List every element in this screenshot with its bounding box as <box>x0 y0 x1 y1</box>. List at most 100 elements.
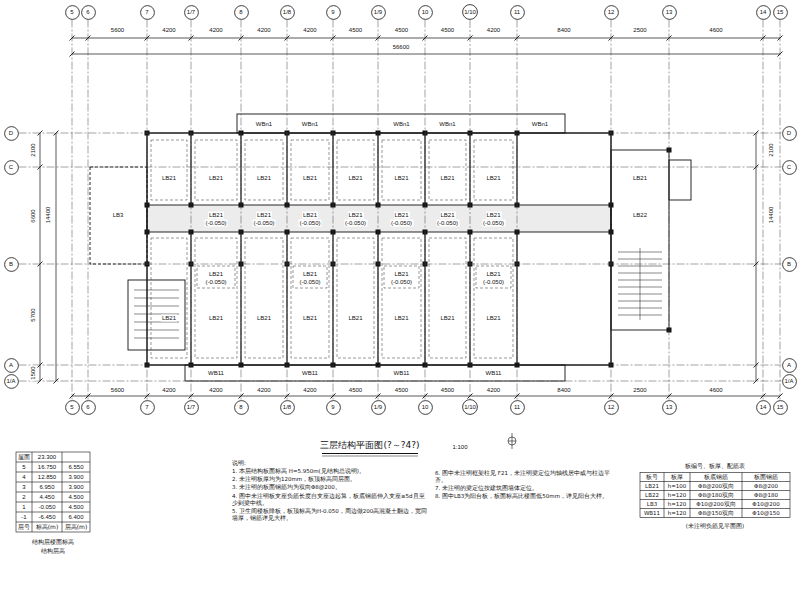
axis-circle <box>4 374 18 388</box>
slab-elevation: (-0.050) <box>344 220 367 227</box>
axis-bubble: 13 <box>662 5 677 20</box>
axis-circle <box>773 5 787 19</box>
axis-number: 8 <box>239 404 242 410</box>
table-cell: Φ8@180 <box>753 492 779 498</box>
dimension-text: 4500 <box>394 387 409 394</box>
axis-circle <box>371 400 385 414</box>
axis-bubble: 1/7 <box>184 400 199 415</box>
table-cell: -6.450 <box>37 514 56 521</box>
right-wing-outline <box>611 150 669 330</box>
axis-number: 1/10 <box>464 9 476 15</box>
slab-elevation: (-0.050) <box>298 220 321 227</box>
corridor-band <box>147 205 611 232</box>
axis-line <box>763 20 764 400</box>
table-cell: 2 <box>21 494 26 501</box>
axis-number: 1/7 <box>187 9 195 15</box>
slab-boundary <box>337 238 374 358</box>
table-border <box>640 473 790 518</box>
slab-label: LB21 <box>347 212 363 219</box>
axis-number: 1/A <box>6 378 15 384</box>
table-cell: 板面钢筋 <box>753 474 779 480</box>
axis-circle <box>234 5 248 19</box>
axis-bubble: 1/10 <box>462 399 478 415</box>
level-table-grid <box>16 452 90 532</box>
cantilever-slab-row <box>237 114 565 133</box>
axis-circle <box>756 400 770 414</box>
axis-bubble: 14 <box>756 400 771 415</box>
slab-boundary <box>245 140 283 200</box>
underline <box>322 456 418 457</box>
table-rules <box>16 452 90 532</box>
overall-dimension: 14400 <box>768 206 775 225</box>
axis-number: 6 <box>86 404 89 410</box>
dimension-text: 4200 <box>256 387 271 394</box>
axis-bubble: 15 <box>773 5 788 20</box>
axis-number: B <box>787 261 791 267</box>
table-cell: Φ8@180双向 <box>697 492 735 498</box>
axis-line <box>147 20 148 400</box>
note-text: 7. 未注明的梁定位按建筑图墙体定位。 <box>435 485 613 492</box>
axis-circle <box>184 400 198 414</box>
axis-bubble: 6 <box>81 400 96 415</box>
axis-line <box>19 381 782 382</box>
table-cell: 板厚 <box>670 474 684 480</box>
stair-treads <box>134 290 179 338</box>
building-outline <box>90 114 691 381</box>
table-cell: Φ8@200双向 <box>697 483 735 489</box>
slab-label: LB21 <box>485 212 501 219</box>
slab-label: LB22 <box>632 212 648 219</box>
axis-circle <box>65 400 79 414</box>
axis-number: 15 <box>777 9 784 15</box>
dimension-text: 4500 <box>348 387 363 394</box>
corridor-wing <box>90 167 147 264</box>
table-cell: 4.450 <box>38 494 55 501</box>
dimension-text: 4200 <box>302 27 317 34</box>
dimension-line <box>40 133 41 381</box>
table-cell: h=120 <box>667 492 688 498</box>
axis-bubble: 1/7 <box>184 5 199 20</box>
slab-label: LB21 <box>161 315 177 322</box>
slab-label: LB21 <box>485 315 501 322</box>
slab-label: LB21 <box>208 271 224 278</box>
table-cell: 板号 <box>645 474 659 480</box>
note-text: 1. 本层结构板面标高 H=5.950m(见结构总说明)。 <box>232 468 428 475</box>
axis-circle <box>4 257 18 271</box>
axis-circle <box>326 400 340 414</box>
slab-boundary <box>384 266 419 288</box>
stair-outline <box>128 280 185 350</box>
axis-circle <box>463 400 478 415</box>
dimension-line <box>56 133 57 381</box>
axis-circle <box>418 400 432 414</box>
axis-number: 10 <box>422 9 429 15</box>
note-text: 3. 未注明的板面钢筋均为双向Φ8@200。 <box>232 484 428 491</box>
table-cell: 层号 <box>17 524 31 531</box>
slab-label: LB21 <box>439 315 455 322</box>
slab-label: LB21 <box>393 271 409 278</box>
axis-number: 6 <box>86 9 89 15</box>
stair-treads <box>618 248 662 320</box>
table-cell: Φ10@200双向 <box>695 501 736 507</box>
slab-label: LB21 <box>302 315 318 322</box>
slab-boundary <box>291 140 329 200</box>
axis-number: 9 <box>331 9 334 15</box>
slab-boundary <box>429 140 466 200</box>
dimension-text: 4600 <box>708 27 723 34</box>
axis-number: 1/9 <box>374 404 382 410</box>
slab-label: LB21 <box>161 175 177 182</box>
dimension-line <box>72 396 780 397</box>
table-rules <box>640 473 790 518</box>
notes-heading: 说明: <box>232 460 428 467</box>
axis-number: A <box>9 362 13 368</box>
slab-boundary <box>382 140 421 200</box>
dimension-text: 2500 <box>632 27 647 34</box>
axis-circle <box>65 5 79 19</box>
slab-label: LB21 <box>256 175 272 182</box>
axis-number: 13 <box>666 9 673 15</box>
slab-table-grid <box>640 473 790 518</box>
table-cell: LB3 <box>646 501 658 507</box>
table-caption: 结构层楼面标高 <box>31 539 75 546</box>
dimension-text: 4600 <box>708 387 723 394</box>
axis-bubble: 10 <box>418 400 433 415</box>
table-cell: 屋面 <box>17 454 31 461</box>
axis-bubble: 12 <box>604 400 619 415</box>
